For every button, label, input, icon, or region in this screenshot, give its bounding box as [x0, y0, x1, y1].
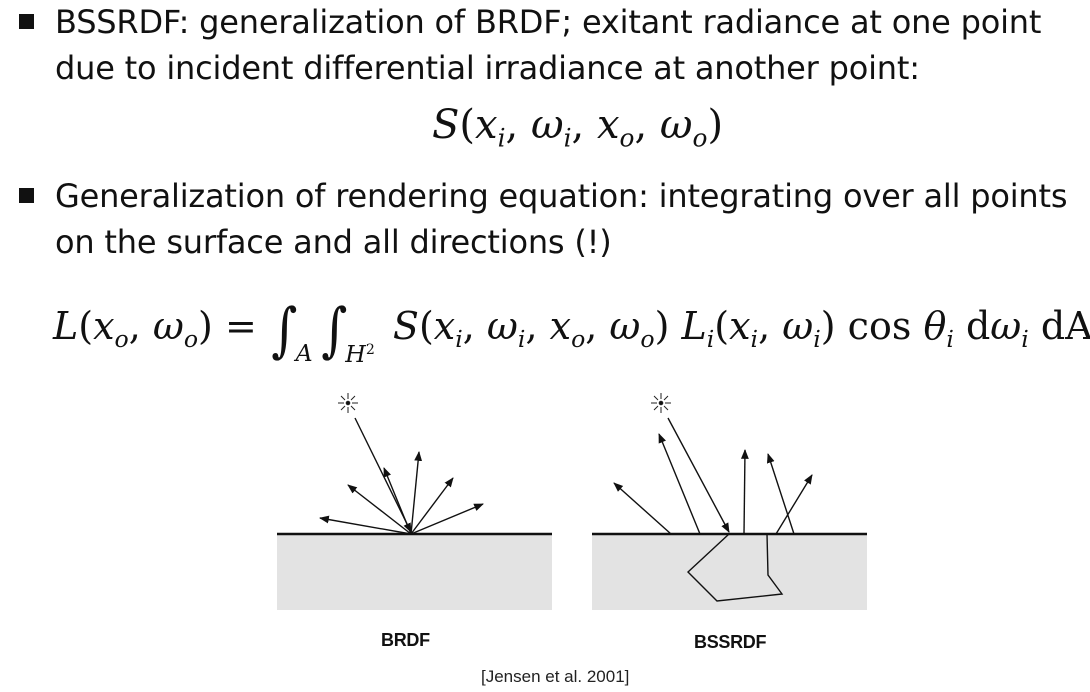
brdf-light-source-icon [338, 393, 358, 413]
bssrdf-exiting-rays [613, 433, 813, 535]
brdf-reflected-rays [319, 451, 484, 535]
brdf-panel [277, 393, 552, 610]
bullet-1-line-2: due to incident differential irradiance … [55, 49, 920, 87]
bullet-2-line-1: Generalization of rendering equation: in… [55, 177, 1068, 215]
bullet-marker-2 [19, 188, 34, 203]
bssrdf-subsurface-path [686, 533, 784, 602]
rendering-equation: L(xo, ωo) = ∫A∫H2 S(xi, ωi, xo, ωo) Li(x… [53, 294, 1090, 368]
brdf-surface [277, 534, 552, 610]
bssrdf-surface [592, 534, 867, 610]
bssrdf-incident-ray [667, 417, 730, 533]
bullet-marker-1 [19, 14, 34, 29]
citation-caption: [Jensen et al. 2001] [481, 667, 630, 686]
brdf-label: BRDF [381, 630, 430, 650]
bssrdf-label: BSSRDF [694, 632, 767, 652]
bullet-2-line-2: on the surface and all directions (!) [55, 223, 612, 261]
bullet-1-line-1: BSSRDF: generalization of BRDF; exitant … [55, 3, 1042, 41]
bssrdf-panel [592, 393, 867, 610]
bssrdf-equation: S(xi, ωi, xo, ωo) [432, 102, 724, 153]
bssrdf-light-source-icon [651, 393, 671, 413]
